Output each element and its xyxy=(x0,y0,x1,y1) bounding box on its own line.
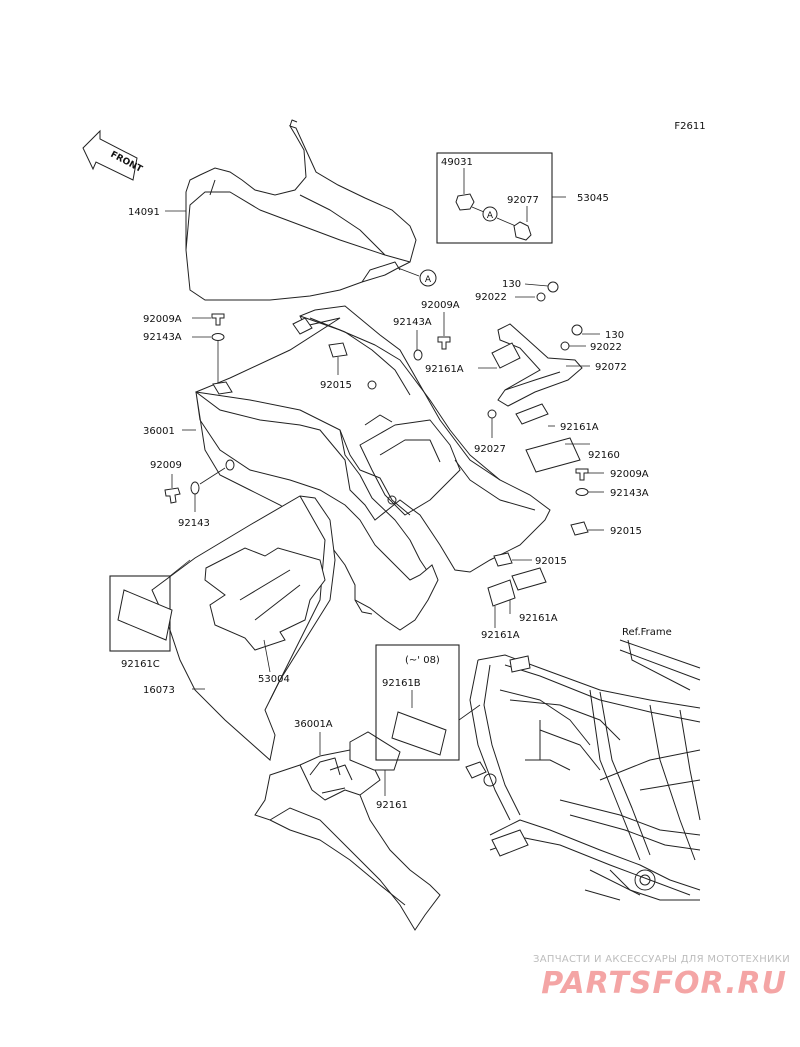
liner-53004-part xyxy=(204,547,326,651)
part-label-130-top: 130 xyxy=(502,279,521,290)
part-label-16073: 16073 xyxy=(143,685,175,696)
callout-a-icon-kit: A xyxy=(482,206,498,222)
svg-text:A: A xyxy=(487,211,494,221)
part-label-92015-bottom: 92015 xyxy=(535,556,567,567)
part-label-92009A-mid: 92009A xyxy=(421,300,460,311)
part-label-130-right: 130 xyxy=(605,330,624,341)
damper-pad-92161B xyxy=(391,711,447,756)
callout-a-icon: A xyxy=(397,267,437,287)
part-label-92143A-right: 92143A xyxy=(610,488,649,499)
part-label-92160: 92160 xyxy=(588,450,620,461)
part-label-92143A-left: 92143A xyxy=(143,332,182,343)
part-label-92161C: 92161C xyxy=(121,659,160,670)
watermark-logo: PARTSFOR.RU xyxy=(541,966,787,1001)
frame-reference-part xyxy=(465,639,701,901)
part-label-92009A-right: 92009A xyxy=(610,469,649,480)
screw-part xyxy=(513,221,532,241)
front-arrow-icon: FRONT xyxy=(82,129,144,181)
part-label-36001A: 36001A xyxy=(294,719,333,730)
lock-clip-part xyxy=(455,193,475,211)
part-label-92015-right: 92015 xyxy=(610,526,642,537)
damper-pad-92161A-lower-left xyxy=(487,579,516,607)
part-label-92161A-upper: 92161A xyxy=(425,364,464,375)
part-label-92161B: 92161B xyxy=(382,678,421,689)
lower-cover-36001A-part xyxy=(254,749,441,931)
part-label-92022-top: 92022 xyxy=(475,292,507,303)
note-08: (~' 08) xyxy=(405,655,440,666)
damper-pad-92161C xyxy=(117,589,173,641)
part-label-53045: 53045 xyxy=(577,193,609,204)
part-label-92161A-lower-2: 92161A xyxy=(481,630,520,641)
part-label-92072: 92072 xyxy=(595,362,627,373)
part-label-92027: 92027 xyxy=(474,444,506,455)
part-label-92009A-left: 92009A xyxy=(143,314,182,325)
part-label-92077: 92077 xyxy=(507,195,539,206)
watermark-tagline: ЗАПЧАСТИ И АКСЕССУАРЫ ДЛЯ МОТОТЕХНИКИ xyxy=(533,954,790,965)
part-label-92009: 92009 xyxy=(150,460,182,471)
seat-cowl-part xyxy=(185,119,417,301)
part-label-92015-left: 92015 xyxy=(320,380,352,391)
part-label-92161: 92161 xyxy=(376,800,408,811)
part-label-92022-right: 92022 xyxy=(590,342,622,353)
pad-92160-part xyxy=(525,437,581,473)
part-label-53004: 53004 xyxy=(258,674,290,685)
part-label-36001: 36001 xyxy=(143,426,175,437)
part-label-92143A-mid: 92143A xyxy=(393,317,432,328)
box-92161B xyxy=(375,644,460,761)
damper-pad-92161A-lower-right xyxy=(511,567,547,591)
kit-box-53045 xyxy=(436,152,553,244)
part-label-14091: 14091 xyxy=(128,207,160,218)
part-label-92143: 92143 xyxy=(178,518,210,529)
part-label-49031: 49031 xyxy=(441,157,473,168)
side-cover-36001-part xyxy=(194,305,551,576)
figure-code: F2611 xyxy=(674,121,705,132)
part-label-92161A-lower-1: 92161A xyxy=(519,613,558,624)
damper-pad-92161A-right xyxy=(515,403,549,425)
ref-frame-label: Ref.Frame xyxy=(622,627,672,638)
svg-text:A: A xyxy=(425,275,432,285)
part-label-92161A-right: 92161A xyxy=(560,422,599,433)
bracket-92072-part xyxy=(497,323,583,407)
damper-pad-92161A-upper xyxy=(491,342,521,369)
